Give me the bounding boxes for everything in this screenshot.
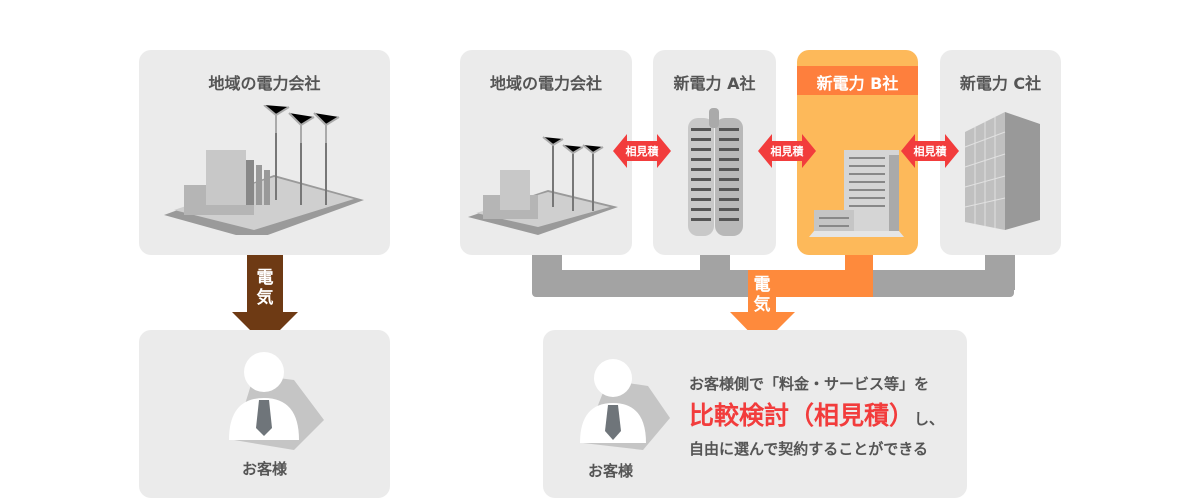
- message-line-1: お客様側で「料金・サービス等」を: [689, 375, 930, 393]
- message-line-3: 自由に選んで契約することができる: [689, 440, 928, 458]
- provider-panel-a[interactable]: 新電力 A社: [653, 50, 776, 255]
- double-arrow-icon: [613, 134, 671, 168]
- utility-label: 地域の電力会社: [208, 74, 321, 93]
- provider-label: 新電力 C社: [959, 74, 1042, 93]
- customer-label: お客様: [588, 462, 634, 480]
- before-utility-panel: 地域の電力会社: [139, 50, 390, 255]
- electricity-char: 気: [753, 295, 771, 315]
- double-arrow-icon: [758, 134, 816, 168]
- compare-badge: 相見積: [613, 134, 671, 168]
- provider-panel-utility[interactable]: 地域の電力会社: [460, 50, 632, 255]
- compare-badge-label: 相見積: [913, 145, 947, 158]
- compare-badge-label: 相見積: [770, 145, 804, 158]
- power-plant-icon: [164, 105, 364, 235]
- electricity-char: 電: [256, 268, 274, 288]
- message-line-2: 比較検討（相見積）し、: [689, 396, 944, 432]
- customer-label: お客様: [241, 460, 287, 478]
- before-customer-panel: お客様: [139, 330, 390, 498]
- message-highlight: 比較検討（相見積）: [689, 401, 915, 430]
- message-suffix: し、: [914, 410, 945, 428]
- glass-tower-icon: [964, 112, 1040, 230]
- compare-badge-label: 相見積: [625, 145, 659, 158]
- office-building-icon: [809, 150, 904, 237]
- provider-label: 新電力 B社: [816, 74, 899, 93]
- compare-badge: 相見積: [758, 134, 816, 168]
- after-customer-panel: お客様 お客様側で「料金・サービス等」を 比較検討（相見積）し、 自由に選んで契…: [543, 330, 967, 498]
- provider-label: 新電力 A社: [673, 74, 756, 93]
- provider-panel-c[interactable]: 新電力 C社: [940, 50, 1061, 255]
- electricity-char: 気: [256, 288, 274, 308]
- double-arrow-icon: [901, 134, 959, 168]
- electricity-char: 電: [753, 275, 771, 295]
- tower-building-icon: [688, 108, 743, 236]
- electricity-label-left: 電 気: [250, 268, 280, 308]
- provider-panel-b-selected[interactable]: 新電力 B社: [797, 50, 918, 255]
- provider-label: 地域の電力会社: [489, 74, 602, 93]
- selected-header-bar: [797, 66, 918, 95]
- electricity-label-right: 電 気: [747, 275, 777, 315]
- power-plant-icon: [468, 136, 618, 235]
- customer-avatar-icon: [580, 359, 670, 450]
- customer-avatar-icon: [229, 352, 324, 450]
- compare-badge: 相見積: [901, 134, 959, 168]
